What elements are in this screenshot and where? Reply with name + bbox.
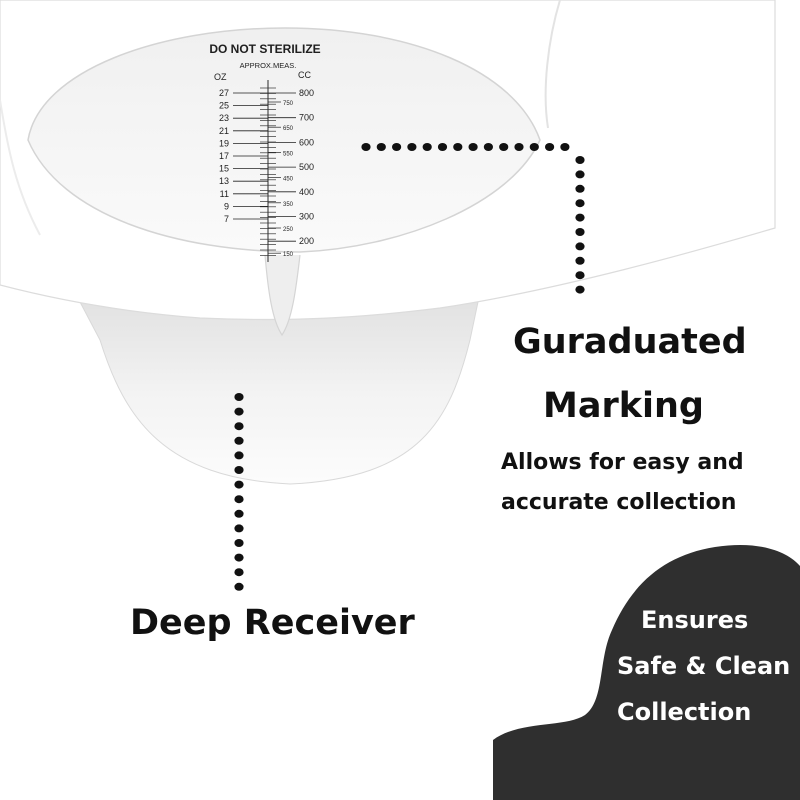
leader-dot (422, 143, 432, 151)
oz-label: 9 (224, 201, 229, 211)
leader-dot (499, 143, 509, 151)
leader-dot (234, 436, 244, 445)
oz-label: 27 (219, 88, 229, 98)
graduated-scale: DO NOT STERILIZE APPROX.MEAS. OZ CC 27 25… (209, 42, 321, 262)
leader-dot (545, 143, 555, 151)
scale-marks: 27 25 23 21 19 17 15 13 11 9 7 800 700 600 500 400 300 20… (219, 87, 314, 258)
cc-minor-label: 250 (283, 227, 294, 233)
cc-major-label: 700 (299, 113, 314, 123)
deep-leader-dots (234, 393, 244, 591)
leader-dot (376, 143, 386, 151)
leader-dot (234, 524, 244, 533)
cc-minor-label: 550 (283, 151, 294, 157)
scale-warning: DO NOT STERILIZE (209, 42, 320, 56)
oz-label: 25 (219, 101, 229, 111)
leader-dot (437, 143, 448, 151)
pour-spout (264, 254, 301, 337)
cc-header: CC (298, 70, 311, 80)
cc-major-label: 600 (299, 137, 314, 147)
leader-dot (575, 256, 585, 265)
leader-dot (234, 393, 244, 401)
leader-dot (575, 199, 585, 208)
cc-minor-label: 150 (283, 252, 294, 258)
leader-dot (483, 143, 493, 151)
graduated-marking-desc-line1: Allows for easy and (501, 450, 744, 475)
cc-major-label: 500 (299, 162, 314, 172)
badge-line-1: Ensures (641, 606, 749, 634)
leader-dot (234, 553, 244, 562)
cc-major-label: 200 (299, 236, 314, 246)
leader-dot (514, 143, 524, 151)
leader-dot (234, 466, 244, 474)
leader-dot (361, 143, 371, 151)
graduated-marking-title-line1: Guraduated (513, 322, 747, 362)
leader-dot (234, 451, 244, 460)
leader-dot (575, 170, 585, 179)
leader-dot (234, 539, 244, 547)
leader-dot (575, 271, 585, 280)
cc-minor-label: 750 (283, 101, 294, 107)
leader-dot (529, 143, 539, 151)
cc-major-label: 300 (299, 212, 314, 222)
oz-label: 11 (220, 189, 229, 199)
leader-dot (234, 509, 244, 518)
oz-label: 7 (224, 214, 229, 224)
oz-label: 15 (219, 164, 229, 174)
leader-dot (234, 568, 244, 577)
oz-header: OZ (214, 72, 227, 82)
oz-label: 17 (219, 151, 229, 161)
badge-line-2: Safe & Clean (617, 652, 791, 680)
cc-minor-label: 450 (283, 177, 294, 183)
leader-dot (575, 184, 585, 193)
leader-dot (468, 143, 478, 151)
leader-dot (234, 480, 244, 489)
leader-dot (575, 213, 585, 222)
leader-dot (560, 143, 570, 151)
leader-dot (453, 143, 463, 151)
scale-subtitle: APPROX.MEAS. (240, 61, 297, 70)
handle-edge (544, 0, 561, 129)
leader-dot (234, 422, 244, 431)
leader-dot (234, 582, 244, 591)
deep-receiver-title: Deep Receiver (130, 603, 415, 643)
basin-opening (27, 27, 541, 253)
oz-label: 21 (219, 126, 229, 136)
leader-dot (575, 242, 585, 251)
leader-dot (234, 495, 244, 504)
leader-dot (575, 285, 585, 294)
oz-label: 23 (219, 113, 229, 123)
cc-major-label: 800 (299, 88, 314, 98)
badge-blob (493, 544, 800, 800)
leader-dot (234, 407, 244, 416)
leader-dot (575, 156, 585, 164)
cc-minor-label: 650 (283, 126, 294, 132)
cc-minor-label: 350 (283, 202, 294, 208)
leader-dot (575, 228, 585, 236)
oz-label: 13 (219, 176, 229, 186)
receiver-cup (79, 301, 479, 485)
leader-dot (407, 143, 417, 151)
leader-dot (392, 143, 402, 151)
graduated-marking-desc-line2: accurate collection (501, 490, 737, 515)
left-edge (0, 99, 41, 236)
cc-major-label: 400 (299, 187, 314, 197)
graduated-marking-title-line2: Marking (543, 386, 704, 426)
oz-label: 19 (219, 138, 229, 148)
graduated-leader-dots (361, 143, 585, 294)
badge-line-3: Collection (617, 698, 752, 726)
